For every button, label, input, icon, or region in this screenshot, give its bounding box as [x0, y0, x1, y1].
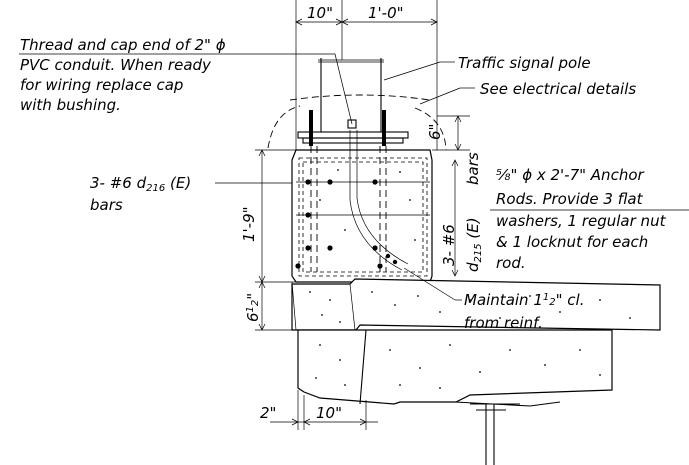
- dim-6-half: 612": [244, 293, 262, 322]
- note-bars-vert-1: 3- #6: [440, 224, 458, 266]
- base-plate: [297, 110, 409, 146]
- note-anchor-line-3: washers, 1 regular nut: [496, 212, 667, 230]
- right-dimensions: 6": [426, 115, 470, 277]
- note-anchor-line-1: ⁵⁄₈" ϕ x 2'-7" Anchor: [496, 166, 644, 184]
- note-traffic-pole: Traffic signal pole: [458, 54, 591, 72]
- left-dimensions: 1'-9": [240, 149, 296, 331]
- note-anchor-line-4: & 1 locknut for each: [496, 233, 648, 251]
- note-bars-vert-2: bars: [464, 152, 482, 185]
- girder: [297, 329, 613, 465]
- note-thread-cap: Thread and cap end of 2" ϕ PVC conduit. …: [20, 36, 226, 114]
- signal-pole: [267, 58, 447, 151]
- concrete-stipple: [309, 169, 631, 389]
- bottom-dimensions: 2" 10": [260, 390, 378, 430]
- note-thread-line-4: with bushing.: [20, 96, 121, 114]
- svg-text:d215 (E): d215 (E): [464, 217, 484, 272]
- dim-6-inch: 6": [426, 124, 444, 140]
- note-bars-left: 3- #6 d216 (E) bars: [90, 174, 191, 214]
- dim-10-inch-bottom: 10": [316, 404, 342, 422]
- dim-top-right: 1'-0": [368, 4, 404, 22]
- dim-2-inch: 2": [260, 404, 276, 422]
- note-thread-line-2: PVC conduit. When ready: [20, 56, 212, 74]
- note-thread-line-1: Thread and cap end of 2" ϕ: [20, 36, 226, 54]
- note-anchor-line-2: Rods. Provide 3 flat: [496, 190, 644, 208]
- note-anchor-rods: ⁵⁄₈" ϕ x 2'-7" Anchor Rods. Provide 3 fl…: [496, 166, 667, 272]
- note-electrical: See electrical details: [480, 80, 636, 98]
- dim-1-9: 1'-9": [240, 206, 258, 242]
- note-bars-vertical: 3- #6 bars d215 (E): [440, 152, 484, 272]
- pedestal: [291, 130, 433, 283]
- note-maintain-line-2: from reinf.: [464, 314, 543, 332]
- note-anchor-line-5: rod.: [496, 254, 526, 272]
- svg-text:612": 612": [244, 293, 262, 322]
- svg-text:3- #6 d216 (E): 3- #6 d216 (E): [90, 174, 191, 194]
- note-thread-line-3: for wiring replace cap: [20, 76, 183, 94]
- leader-lines: [19, 53, 689, 301]
- note-bars-left-word: bars: [90, 196, 123, 214]
- svg-text:Maintain 112" cl.: Maintain 112" cl.: [464, 291, 584, 309]
- top-dimension: 10" 1'-0": [295, 0, 438, 150]
- note-maintain-clearance: Maintain 112" cl. from reinf.: [464, 291, 584, 332]
- dim-top-left: 10": [307, 4, 333, 22]
